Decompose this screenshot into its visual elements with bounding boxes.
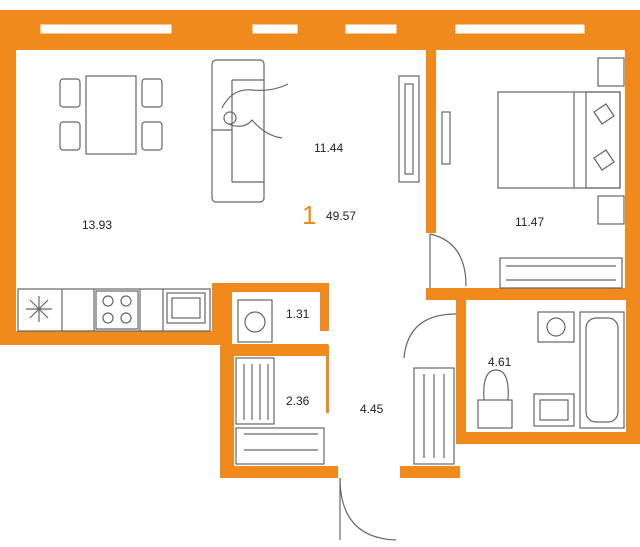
- dining-table-icon: [59, 75, 163, 155]
- bed-icon: [497, 91, 621, 189]
- hall-radiator-icon: [413, 367, 455, 465]
- wardrobe-rail-icon: [235, 357, 325, 465]
- kitchen-counter-icon: [17, 288, 211, 332]
- interior: [16, 50, 626, 547]
- room-area-wardrobe: 2.36: [286, 394, 310, 408]
- room-area-hall: 4.45: [360, 402, 384, 416]
- walls: [0, 10, 640, 478]
- rooms-count: 1: [302, 200, 316, 230]
- toilet-icon: [477, 369, 513, 429]
- room-area-laundry: 1.31: [286, 307, 310, 321]
- bathroom-washer-icon: [537, 311, 575, 343]
- room-area-kitchen: 13.93: [82, 218, 112, 232]
- windows: [39, 23, 586, 35]
- stove-icon: [95, 290, 139, 330]
- radiator-icon: [499, 257, 623, 289]
- doors: [339, 233, 467, 541]
- nightstand-icon: [597, 57, 625, 225]
- room-area-bathroom: 4.61: [488, 355, 512, 369]
- washing-machine-icon: [237, 299, 273, 343]
- fridge-icon: [26, 296, 52, 322]
- room-labels: 13.93 11.44 11.47 1.31 2.36 4.45 4.61 1 …: [82, 141, 544, 416]
- room-area-living: 11.44: [314, 141, 343, 155]
- tv-unit-icon: [398, 75, 451, 183]
- bathtub-icon: [579, 311, 625, 429]
- sink-icon: [166, 292, 206, 324]
- sofa-icon: [211, 59, 289, 203]
- room-area-bedroom: 11.47: [515, 215, 544, 229]
- washbasin-icon: [533, 393, 575, 427]
- total-area: 49.57: [326, 209, 356, 223]
